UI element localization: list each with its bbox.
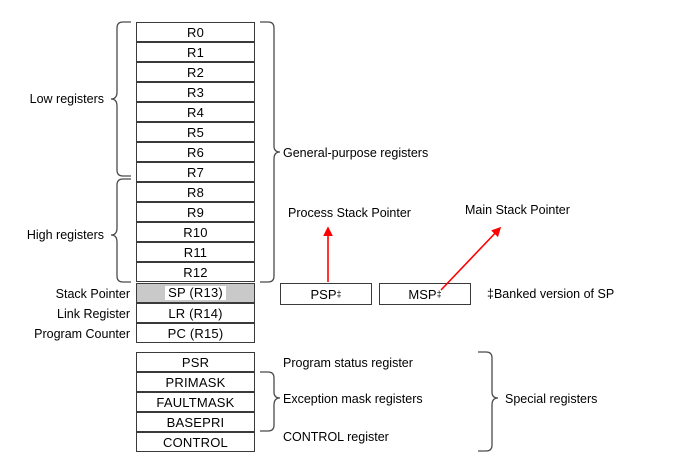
register-row-r6: R6	[136, 142, 255, 162]
register-row-r5: R5	[136, 122, 255, 142]
bracket-special-registers	[478, 351, 499, 452]
register-label: R11	[183, 244, 208, 260]
bracket-low-registers	[110, 21, 131, 177]
register-label: R9	[186, 204, 205, 220]
register-row-sp: SP (R13)	[136, 283, 255, 303]
special-register-row-faultmask: FAULTMASK	[136, 392, 255, 412]
msp-arrow	[440, 226, 502, 291]
register-label: R3	[186, 84, 205, 100]
callout-process-stack-pointer: Process Stack Pointer	[288, 206, 411, 220]
label-exception-mask-registers: Exception mask registers	[283, 392, 423, 406]
footnote-banked-version-of-sp: ‡Banked version of SP	[487, 287, 615, 301]
psp-label: PSP	[310, 286, 337, 302]
register-row-r3: R3	[136, 82, 255, 102]
register-label: FAULTMASK	[156, 394, 235, 410]
register-row-r10: R10	[136, 222, 255, 242]
label-program-counter: Program Counter	[34, 327, 130, 341]
callout-main-stack-pointer: Main Stack Pointer	[465, 203, 570, 217]
label-special-registers: Special registers	[505, 392, 598, 406]
register-label: R5	[186, 124, 205, 140]
register-row-r0: R0	[136, 22, 255, 42]
register-label: R7	[186, 164, 205, 180]
register-row-r8: R8	[136, 182, 255, 202]
label-stack-pointer: Stack Pointer	[55, 287, 130, 301]
register-label: R10	[183, 224, 208, 240]
special-register-row-primask: PRIMASK	[136, 372, 255, 392]
label-program-status-register: Program status register	[283, 356, 413, 370]
register-label: R8	[186, 184, 205, 200]
register-row-r12: R12	[136, 262, 255, 282]
register-row-r7: R7	[136, 162, 255, 182]
register-label: SP (R13)	[165, 286, 226, 300]
register-row-r11: R11	[136, 242, 255, 262]
bracket-high-registers	[110, 178, 131, 283]
register-label: R2	[186, 64, 205, 80]
register-label: R4	[186, 104, 205, 120]
label-high-registers: High registers	[26, 228, 104, 242]
special-register-row-basepri: BASEPRI	[136, 412, 255, 432]
register-row-pc: PC (R15)	[136, 323, 255, 343]
label-control-register: CONTROL register	[283, 430, 389, 444]
bracket-general-purpose-registers	[260, 21, 281, 283]
msp-label: MSP	[408, 286, 437, 302]
register-row-r2: R2	[136, 62, 255, 82]
register-label: R6	[186, 144, 205, 160]
label-link-register: Link Register	[57, 307, 130, 321]
register-row-r9: R9	[136, 202, 255, 222]
special-register-row-psr: PSR	[136, 352, 255, 372]
register-label: PRIMASK	[165, 374, 226, 390]
bracket-exception-mask-registers	[260, 371, 281, 432]
register-label: PSR	[181, 354, 210, 370]
label-general-purpose-registers: General-purpose registers	[283, 146, 429, 160]
register-row-r1: R1	[136, 42, 255, 62]
register-label: LR (R14)	[168, 305, 223, 321]
register-row-r4: R4	[136, 102, 255, 122]
register-label: CONTROL	[163, 434, 228, 450]
register-label: R1	[186, 44, 205, 60]
special-register-row-control: CONTROL	[136, 432, 255, 452]
msp-box: MSP‡	[379, 283, 471, 305]
psp-box: PSP‡	[280, 283, 372, 305]
register-label: BASEPRI	[166, 414, 225, 430]
register-label: R12	[183, 264, 208, 280]
label-low-registers: Low registers	[29, 92, 104, 106]
register-label: PC (R15)	[167, 325, 224, 341]
register-label: R0	[186, 24, 205, 40]
register-row-lr: LR (R14)	[136, 303, 255, 323]
